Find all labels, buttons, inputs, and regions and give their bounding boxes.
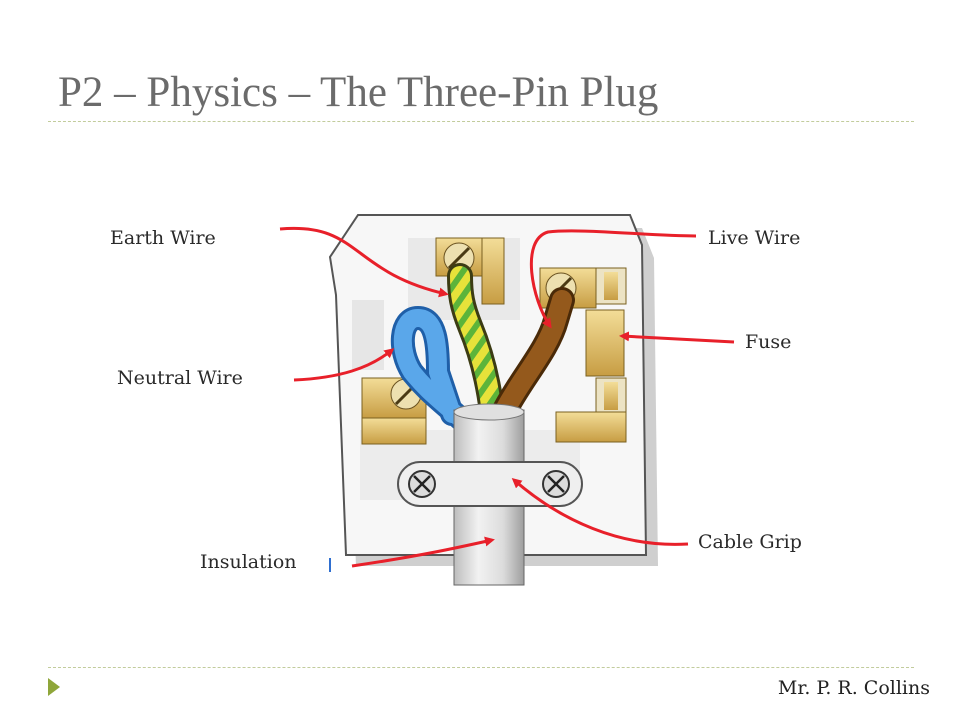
earth-wire-label: Earth Wire — [110, 227, 216, 249]
fuse-label: Fuse — [745, 331, 792, 353]
slide-title: P2 – Physics – The Three-Pin Plug — [58, 69, 659, 116]
insulation-label: Insulation — [200, 551, 297, 573]
cable-grip-arrow — [511, 478, 689, 546]
cable-grip-label: Cable Grip — [698, 531, 802, 553]
fuse — [585, 267, 627, 413]
footer-divider — [48, 667, 914, 668]
insulation-arrow — [351, 536, 495, 568]
cable-grip — [397, 461, 583, 507]
neutral-wire-arrow — [293, 348, 395, 382]
fuse-arrow — [619, 331, 735, 344]
earth-wire-arrow — [279, 226, 449, 298]
author-name: Mr. P. R. Collins — [777, 677, 930, 699]
triangle-bullet-icon — [48, 678, 60, 696]
title-divider — [48, 121, 914, 122]
live-wire-arrow — [529, 229, 697, 329]
neutral-wire-label: Neutral Wire — [117, 367, 243, 389]
live-wire-label: Live Wire — [708, 227, 801, 249]
